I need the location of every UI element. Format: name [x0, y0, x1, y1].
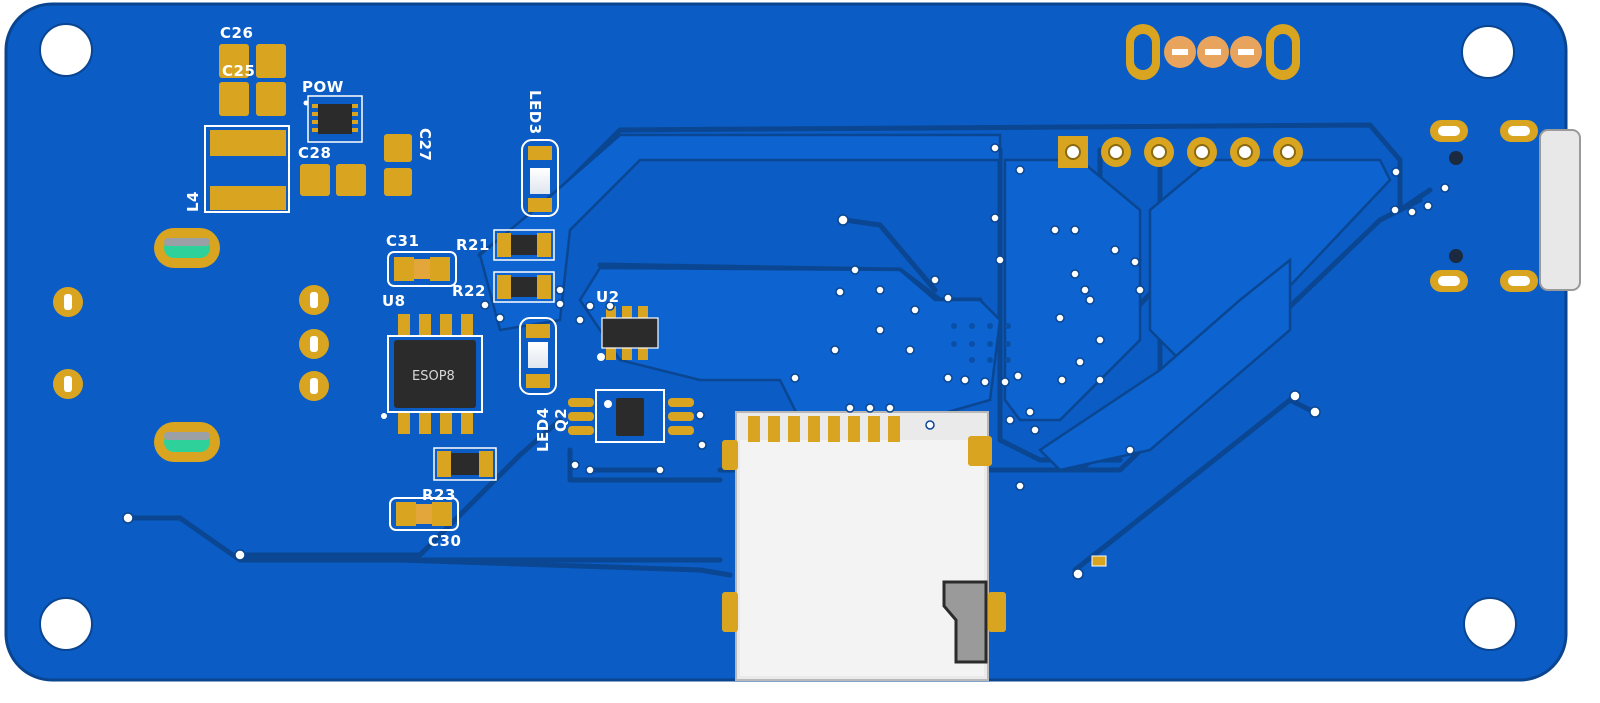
label-led3: LED3	[526, 90, 544, 135]
mounting-hole-top-right	[1461, 25, 1515, 79]
label-l4: L4	[184, 191, 202, 212]
via-field	[951, 323, 1011, 363]
cap-c31	[387, 251, 457, 287]
mounting-hole-bottom-right	[1463, 597, 1517, 651]
sd-card-socket	[722, 411, 1006, 681]
left-slots	[154, 228, 220, 462]
resistor-r22	[493, 271, 555, 303]
label-u2: U2	[596, 288, 620, 306]
copper-pours	[478, 133, 1392, 472]
inductor-l4	[204, 125, 290, 213]
usb-connector	[1430, 120, 1581, 292]
vias	[122, 143, 1450, 580]
ic-u8	[381, 314, 483, 434]
cap-c26-c25	[219, 44, 286, 116]
silkscreen-labels: C26 C25 POW C27 C28 L4 LED3 C31 R21 R22 …	[184, 24, 620, 550]
label-r23: R23	[422, 486, 456, 504]
label-c28: C28	[298, 144, 331, 162]
mounting-hole-top-left	[39, 23, 93, 77]
label-r22: R22	[452, 282, 486, 300]
mounting-holes	[39, 23, 1517, 651]
label-u8: U8	[382, 292, 406, 310]
transistor-q2	[568, 389, 694, 443]
label-r21: R21	[456, 236, 490, 254]
mounting-hole-bottom-left	[39, 597, 93, 651]
label-q2: Q2	[552, 408, 570, 432]
ic-u2	[597, 306, 659, 361]
resistor-r23	[433, 447, 497, 481]
label-c30: C30	[428, 532, 461, 550]
led4	[519, 317, 557, 395]
header-pins	[1058, 136, 1303, 168]
small-part	[1091, 555, 1107, 567]
label-pow: POW	[302, 78, 344, 96]
label-c27: C27	[416, 128, 434, 161]
led3	[521, 139, 559, 217]
cap-c27	[384, 134, 412, 196]
label-c26: C26	[220, 24, 253, 42]
label-c31: C31	[386, 232, 419, 250]
cap-c30	[389, 497, 459, 531]
label-led4: LED4	[534, 407, 552, 452]
label-c25: C25	[222, 62, 255, 80]
top-connector	[1126, 24, 1300, 80]
resistor-r21	[493, 229, 555, 261]
label-esop8: ESOP8	[412, 369, 455, 384]
cap-c28	[300, 164, 366, 196]
ic-pow	[303, 95, 363, 143]
